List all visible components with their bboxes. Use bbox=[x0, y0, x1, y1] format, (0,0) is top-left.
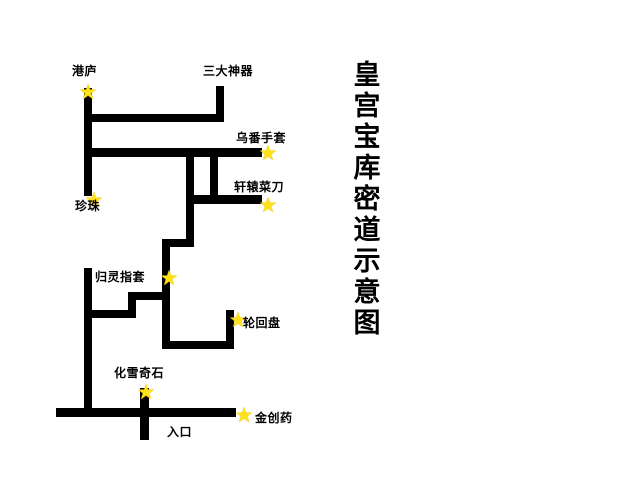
corridor-segment bbox=[84, 268, 92, 318]
corridor-segment bbox=[84, 88, 92, 136]
corridor-segment bbox=[84, 310, 136, 318]
corridor-segment bbox=[140, 388, 149, 440]
corridor-segment bbox=[186, 195, 262, 204]
corridor-segment bbox=[84, 136, 92, 196]
title-char: 示 bbox=[353, 246, 381, 277]
corridor-segment bbox=[128, 292, 136, 318]
map-label-guiLingZhiTao: 归灵指套 bbox=[95, 270, 146, 284]
map-label-wuFanShouTao: 乌番手套 bbox=[236, 131, 287, 145]
map-label-jinChuangYao: 金创药 bbox=[255, 411, 293, 425]
corridor-segment bbox=[128, 292, 170, 300]
star-marker-jinChuangYao[interactable]: ★ bbox=[234, 403, 254, 427]
map-label-xuanYuanCaiDao: 轩辕菜刀 bbox=[234, 180, 285, 194]
corridor-segment bbox=[186, 157, 194, 203]
title-char: 意 bbox=[353, 277, 381, 308]
corridor-segment bbox=[216, 86, 224, 122]
title-char: 宝 bbox=[353, 122, 381, 153]
corridor-segment bbox=[84, 310, 92, 414]
corridor-segment bbox=[186, 203, 194, 247]
map-label-zhenZhu: 珍珠 bbox=[75, 199, 101, 213]
title-char: 宫 bbox=[353, 91, 381, 122]
map-label-huaXueQiShi: 化雪奇石 bbox=[114, 366, 165, 380]
corridor-segment bbox=[84, 114, 224, 122]
map-label-lunHuiPan: 轮回盘 bbox=[243, 316, 281, 330]
title-char: 皇 bbox=[353, 60, 381, 91]
title-char: 库 bbox=[353, 153, 381, 184]
title-char: 密 bbox=[353, 184, 381, 215]
title-char: 道 bbox=[353, 215, 381, 246]
title-char: 图 bbox=[353, 308, 381, 339]
corridor-segment bbox=[162, 341, 234, 349]
map-title: 皇 宫 宝 库 密 道 示 意 图 bbox=[344, 60, 390, 339]
corridor-segment bbox=[84, 148, 262, 157]
corridor-segment bbox=[226, 310, 234, 349]
map-label-sanDaShenQi: 三大神器 bbox=[203, 64, 254, 78]
corridor-segment bbox=[162, 239, 194, 247]
map-label-gangLu: 港庐 bbox=[72, 64, 98, 78]
corridor-segment bbox=[210, 157, 218, 203]
map-label-ruKou: 入口 bbox=[167, 425, 193, 439]
